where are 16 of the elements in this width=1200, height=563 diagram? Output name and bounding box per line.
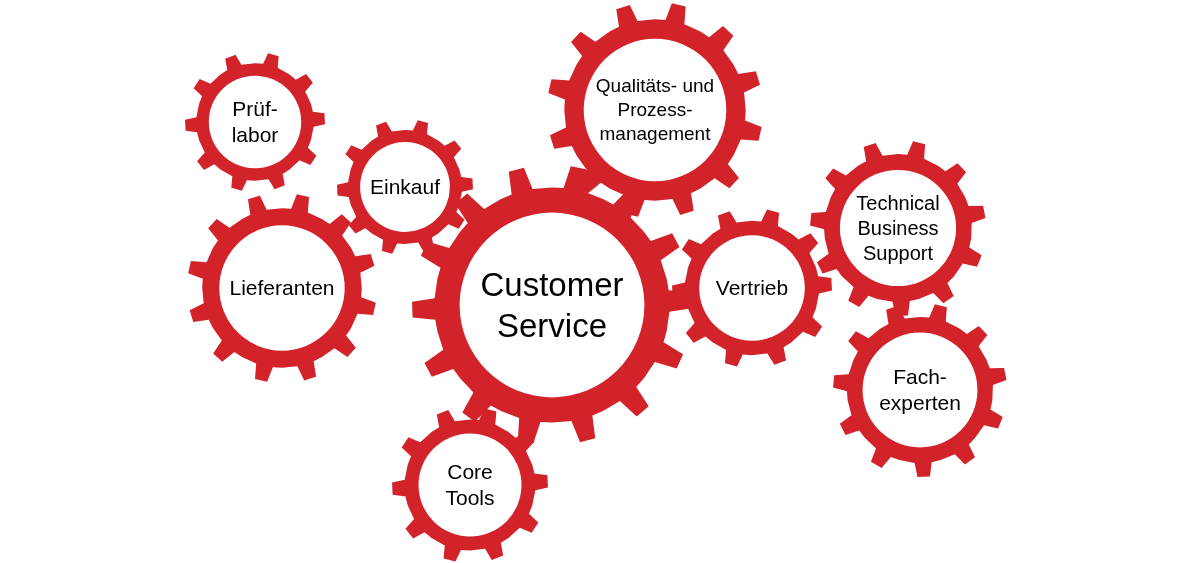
gear <box>833 303 1007 477</box>
gear-label: Lieferanten <box>228 274 336 301</box>
gear <box>672 208 832 368</box>
gear <box>392 407 548 563</box>
gear <box>810 140 986 316</box>
gear-label: Qualitäts- und Prozess- management <box>594 74 716 146</box>
gear-label: Einkauf <box>368 173 441 200</box>
gear <box>185 52 325 192</box>
gear-label: Fach- experten <box>878 363 962 416</box>
gear-label: Customer Service <box>479 264 625 346</box>
gear-label: Technical Business Support <box>855 190 941 266</box>
gear <box>187 193 377 383</box>
gear-label: Core Tools <box>444 458 496 511</box>
gear <box>547 2 763 218</box>
gear-label: Prüf- labor <box>230 95 280 148</box>
gear-label: Vertrieb <box>714 274 790 301</box>
